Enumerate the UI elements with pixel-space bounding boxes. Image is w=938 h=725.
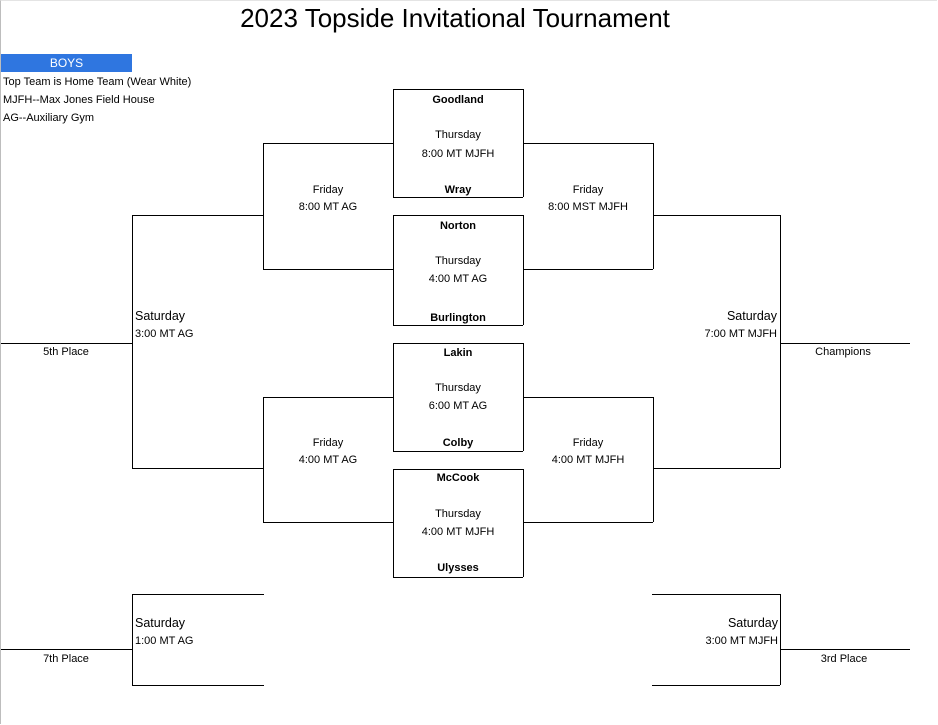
bracket-line — [652, 594, 780, 595]
bracket-line — [393, 89, 394, 197]
game-day: Friday — [312, 184, 344, 196]
bracket-line — [393, 343, 523, 344]
game-time: 4:00 MT MJFH — [551, 454, 625, 466]
bracket-line — [393, 89, 523, 90]
note-ag: AG--Auxiliary Gym — [3, 112, 95, 124]
bracket-line — [132, 594, 133, 685]
game-time: 3:00 MT AG — [135, 328, 194, 340]
bracket-line — [393, 451, 523, 452]
bracket-line — [523, 397, 653, 398]
team-norton: Norton — [439, 220, 477, 232]
note-mjfh: MJFH--Max Jones Field House — [3, 94, 155, 106]
bracket-line — [132, 594, 264, 595]
bracket-line — [652, 685, 780, 686]
game-time: 7:00 MT MJFH — [704, 328, 777, 340]
bracket-line — [780, 649, 910, 650]
bracket-line — [1, 343, 132, 344]
team-wray: Wray — [444, 184, 472, 196]
bracket-line — [1, 649, 132, 650]
game-day: Saturday — [727, 616, 778, 630]
division-badge: BOYS — [1, 54, 132, 72]
game-time: 4:00 MT AG — [428, 273, 488, 285]
bracket-line — [653, 215, 780, 216]
bracket-line — [263, 143, 264, 269]
bracket-line — [132, 685, 264, 686]
team-goodland: Goodland — [432, 94, 484, 106]
bracket-line — [780, 343, 910, 344]
team-burlington: Burlington — [430, 312, 486, 324]
team-lakin: Lakin — [443, 347, 473, 359]
game-time: 4:00 MT AG — [298, 454, 358, 466]
bracket-line — [263, 397, 393, 398]
bracket-line — [523, 143, 653, 144]
bracket-line — [780, 594, 781, 685]
bracket-line — [263, 397, 264, 522]
bracket-line — [653, 143, 654, 269]
bracket-line — [393, 325, 523, 326]
bracket-line — [523, 215, 524, 325]
bracket-line — [393, 469, 523, 470]
placement-label: 7th Place — [43, 653, 89, 665]
bracket-line — [132, 215, 263, 216]
game-time: 8:00 MT AG — [298, 201, 358, 213]
bracket-line — [523, 469, 524, 577]
game-day: Saturday — [135, 616, 186, 630]
game-day: Thursday — [435, 382, 481, 394]
bracket-line — [132, 468, 263, 469]
bracket-line — [653, 397, 654, 522]
bracket-line — [653, 468, 780, 469]
bracket-line — [393, 215, 523, 216]
bracket-line — [393, 343, 394, 451]
bracket-line — [263, 143, 393, 144]
bracket-line — [263, 269, 393, 270]
bracket-line — [393, 215, 394, 325]
game-day: Friday — [312, 437, 344, 449]
bracket-line — [132, 215, 133, 468]
page-title: 2023 Topside Invitational Tournament — [240, 3, 670, 33]
team-colby: Colby — [442, 437, 474, 449]
bracket-line — [523, 269, 653, 270]
bracket-line — [393, 577, 523, 578]
bracket-line — [393, 469, 394, 577]
placement-label: Champions — [815, 346, 871, 358]
bracket-line — [523, 522, 653, 523]
game-day: Saturday — [135, 309, 186, 323]
game-time: 8:00 MT MJFH — [421, 148, 495, 160]
team-mccook: McCook — [436, 472, 480, 484]
game-day: Thursday — [435, 508, 481, 520]
bracket-line — [263, 522, 393, 523]
game-day: Saturday — [726, 309, 777, 323]
game-day: Thursday — [435, 255, 481, 267]
bracket-line — [393, 197, 523, 198]
game-day: Thursday — [435, 129, 481, 141]
game-day: Friday — [572, 437, 604, 449]
placement-label: 3rd Place — [820, 653, 868, 665]
game-time: 1:00 MT AG — [135, 635, 194, 647]
note-home-team: Top Team is Home Team (Wear White) — [3, 76, 192, 88]
team-ulysses: Ulysses — [437, 562, 479, 574]
game-time: 6:00 MT AG — [428, 400, 488, 412]
bracket-line — [780, 215, 781, 468]
game-time: 4:00 MT MJFH — [421, 526, 495, 538]
game-time: 3:00 MT MJFH — [705, 635, 778, 647]
game-day: Friday — [572, 184, 604, 196]
placement-label: 5th Place — [43, 346, 89, 358]
game-time: 8:00 MST MJFH — [548, 201, 628, 213]
